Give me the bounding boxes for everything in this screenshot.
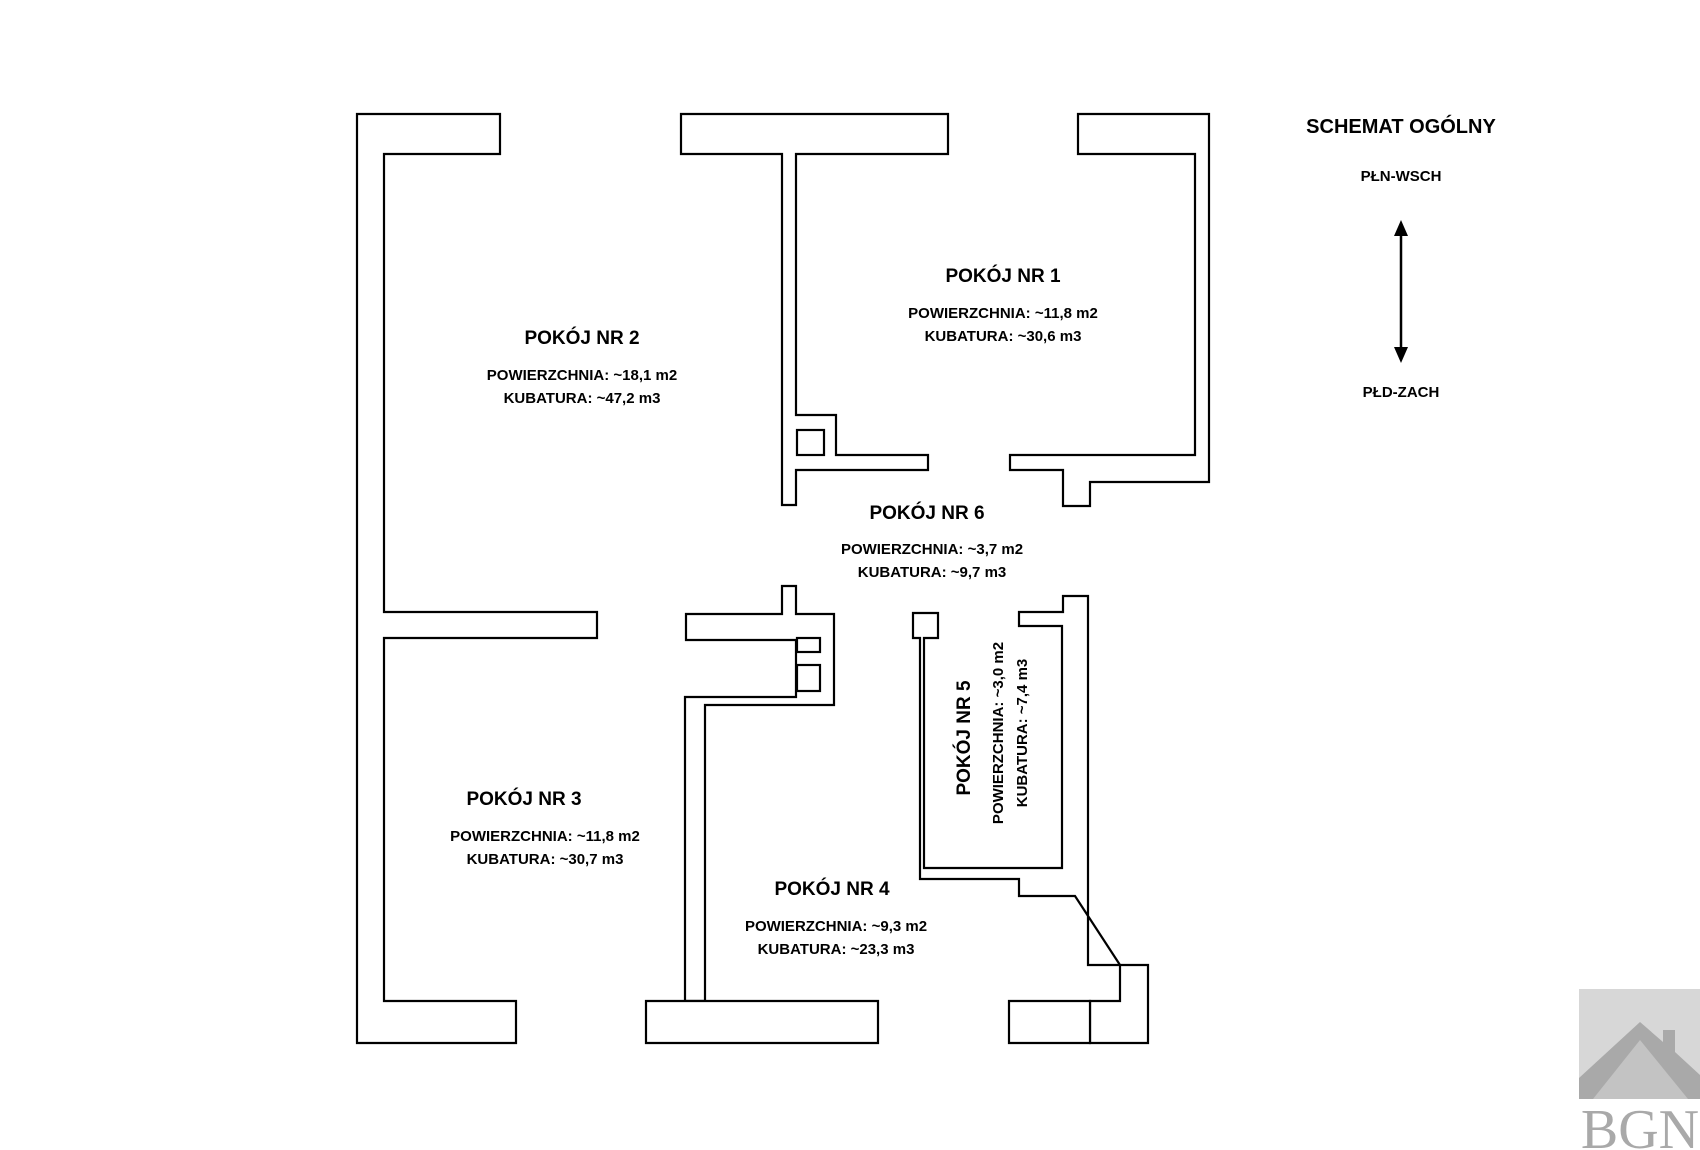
room-4-name: POKÓJ NR 4 [774,878,890,900]
room-5-area: POWIERZCHNIA: ~3,0 m2 [990,642,1007,824]
room-5-label: POKÓJ NR 5 POWIERZCHNIA: ~3,0 m2 KUBATUR… [953,642,1031,824]
wall-top-center [679,112,950,507]
room-3-area: POWIERZCHNIA: ~11,8 m2 [450,828,640,845]
room-2-name: POKÓJ NR 2 [524,327,639,349]
room-2-label: POKÓJ NR 2 POWIERZCHNIA: ~18,1 m2 KUBATU… [487,327,677,407]
room-6-name: POKÓJ NR 6 [869,502,984,524]
room-5-volume: KUBATURA: ~7,4 m3 [1014,659,1031,808]
room-4-label: POKÓJ NR 4 POWIERZCHNIA: ~9,3 m2 KUBATUR… [745,878,927,958]
room-3-name: POKÓJ NR 3 [466,788,581,810]
wall-room-5 [911,594,1150,1045]
room-1-label: POKÓJ NR 1 POWIERZCHNIA: ~11,8 m2 KUBATU… [908,265,1098,345]
room-6-area: POWIERZCHNIA: ~3,7 m2 [841,541,1023,558]
bgn-logo: BGN [1579,989,1700,1150]
chimney-lower-2 [795,663,822,693]
room-3-volume: KUBATURA: ~30,7 m3 [467,851,624,868]
room-1-name: POKÓJ NR 1 [945,265,1061,287]
logo-text: BGN [1581,1099,1699,1150]
room-1-area: POWIERZCHNIA: ~11,8 m2 [908,305,1098,322]
walls [355,112,1211,1045]
legend-title: SCHEMAT OGÓLNY [1306,114,1496,138]
room-2-area: POWIERZCHNIA: ~18,1 m2 [487,367,677,384]
room-1-volume: KUBATURA: ~30,6 m3 [925,328,1082,345]
room-2-volume: KUBATURA: ~47,2 m3 [504,390,661,407]
wall-bottom-center [644,999,880,1045]
room-4-area: POWIERZCHNIA: ~9,3 m2 [745,918,927,935]
legend-south: PŁD-ZACH [1363,384,1440,401]
room-5-name: POKÓJ NR 5 [953,680,975,796]
wall-bottom-right [1007,999,1092,1045]
room-6-volume: KUBATURA: ~9,7 m3 [858,564,1007,581]
room-3-label: POKÓJ NR 3 POWIERZCHNIA: ~11,8 m2 KUBATU… [450,788,640,868]
room-4-volume: KUBATURA: ~23,3 m3 [758,941,915,958]
double-arrow-icon [1394,220,1408,363]
orientation-legend: SCHEMAT OGÓLNY PŁN-WSCH PŁD-ZACH [1306,114,1496,401]
legend-north: PŁN-WSCH [1361,168,1442,185]
wall-top-right [1008,112,1211,508]
wall-left [355,112,599,1045]
chimney-lower-1 [795,636,822,654]
room-6-label: POKÓJ NR 6 POWIERZCHNIA: ~3,7 m2 KUBATUR… [841,502,1023,581]
chimney-top [795,428,826,457]
